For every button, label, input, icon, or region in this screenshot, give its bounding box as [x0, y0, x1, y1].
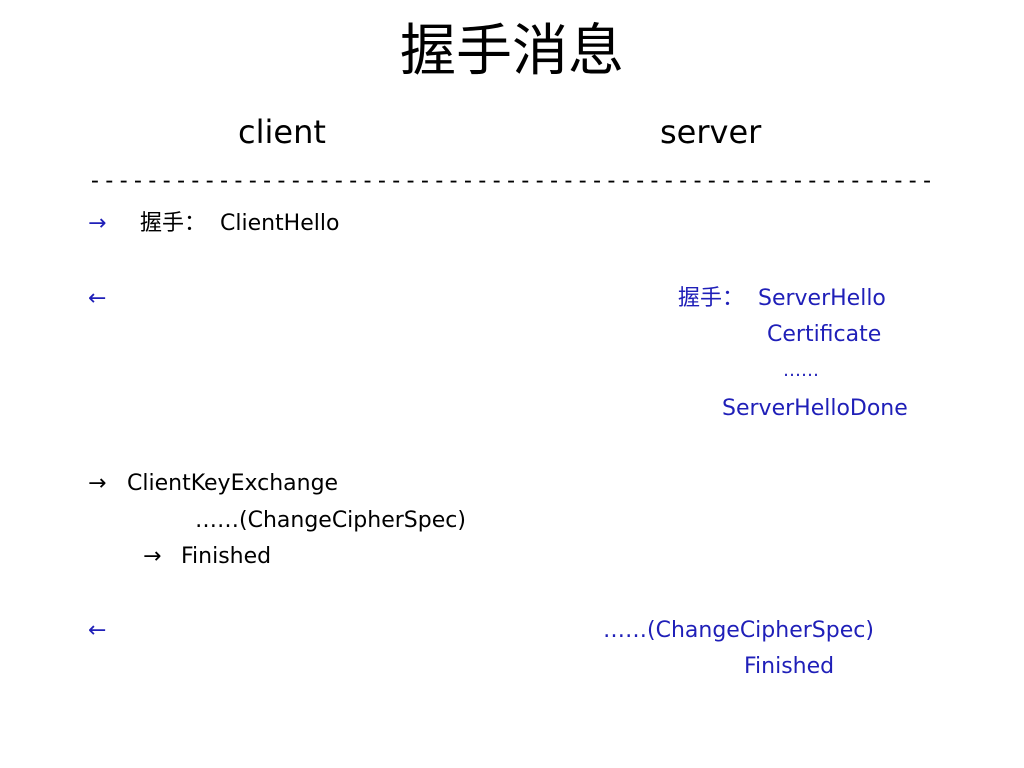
- slide-title: 握手消息: [400, 19, 624, 84]
- right-arrow-icon: →: [143, 544, 162, 569]
- divider-line: ----------------------------------------…: [88, 168, 935, 194]
- left-arrow-icon: ←: [88, 286, 107, 311]
- server-hello-message: 握手： ServerHello: [678, 286, 886, 311]
- right-arrow-icon: →: [88, 211, 107, 236]
- left-arrow-icon: ←: [88, 618, 107, 643]
- server-hello-done-message: ServerHelloDone: [722, 396, 908, 421]
- client-key-exchange-message: ClientKeyExchange: [127, 471, 339, 496]
- client-change-cipher-spec-message: ……(ChangeCipherSpec): [195, 508, 466, 533]
- server-change-cipher-spec-message: ……(ChangeCipherSpec): [603, 618, 874, 643]
- client-column-header: client: [238, 113, 326, 151]
- right-arrow-icon: →: [88, 471, 107, 496]
- server-column-header: server: [660, 113, 762, 151]
- client-hello-message: 握手： ClientHello: [140, 211, 340, 236]
- certificate-message: Certificate: [767, 322, 882, 347]
- server-finished-message: Finished: [744, 654, 835, 679]
- client-finished-message: Finished: [181, 544, 272, 569]
- ellipsis-message: ……: [783, 360, 819, 381]
